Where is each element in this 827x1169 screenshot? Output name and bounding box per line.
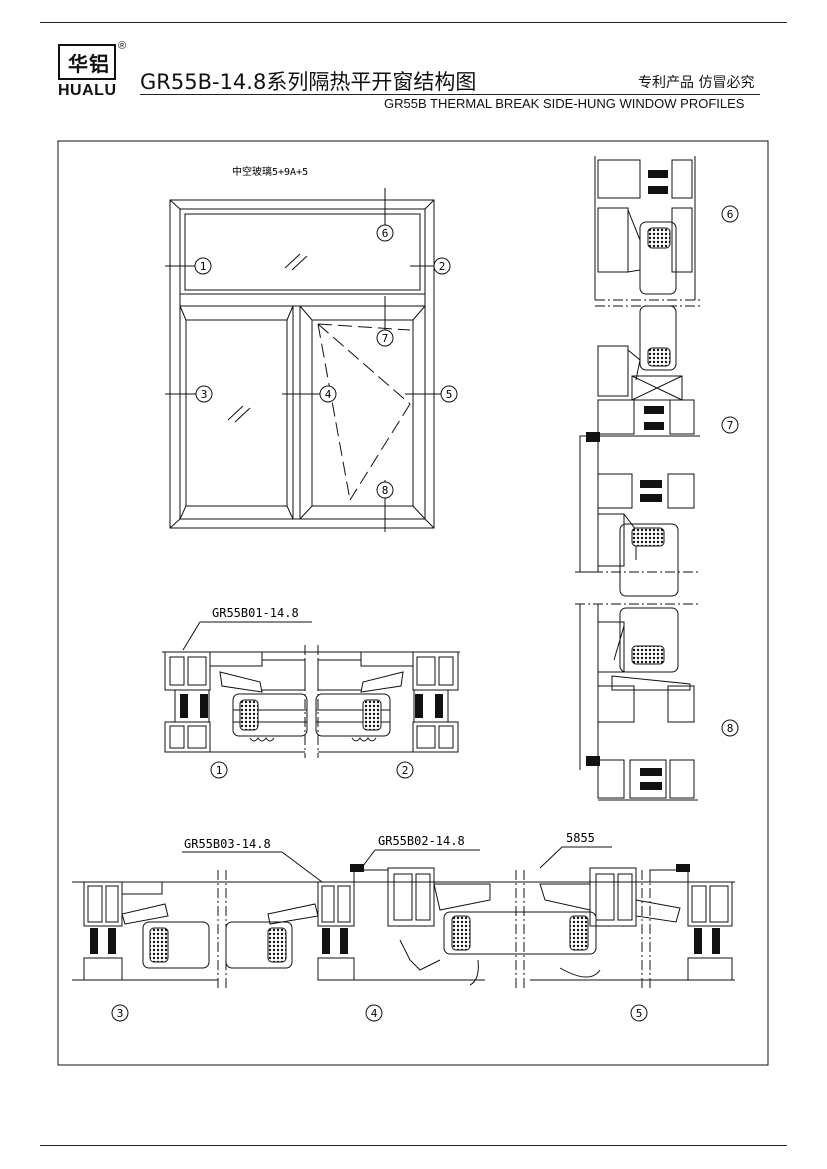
section-1-2-numbers: 1 2 xyxy=(210,761,414,779)
label-gr55b01: GR55B01-14.8 xyxy=(212,606,299,620)
vertical-section-numbers: 6 7 8 xyxy=(721,205,739,737)
patent-note: 专利产品 仿冒必究 xyxy=(638,75,755,91)
svg-text:5: 5 xyxy=(446,388,453,401)
callout-2: 2 xyxy=(433,257,451,275)
svg-text:1: 1 xyxy=(216,764,223,777)
svg-text:6: 6 xyxy=(382,227,389,240)
window-elevation xyxy=(165,188,441,532)
label-gr55b03: GR55B03-14.8 xyxy=(184,837,271,851)
vertical-section xyxy=(575,156,700,801)
registered-mark: ® xyxy=(118,40,127,52)
hualu-logo: 华铝 ® HUALU xyxy=(58,40,126,104)
top-rule xyxy=(40,22,787,23)
svg-text:7: 7 xyxy=(727,419,734,432)
section-1-2 xyxy=(162,621,460,758)
page-title: GR55B-14.8系列隔热平开窗结构图 xyxy=(140,70,477,94)
section-number-1: 1 xyxy=(210,761,228,779)
logo-chinese-text: 华铝 xyxy=(68,52,110,76)
svg-text:5: 5 xyxy=(636,1007,643,1020)
section-number-5: 5 xyxy=(630,1004,648,1022)
section-number-6: 6 xyxy=(721,205,739,223)
section-1-2-insulation xyxy=(180,694,443,731)
callout-3: 3 xyxy=(195,385,213,403)
label-5855: 5855 xyxy=(566,831,595,845)
drawing-frame xyxy=(57,140,769,1066)
svg-text:2: 2 xyxy=(402,764,409,777)
callout-4: 4 xyxy=(319,385,337,403)
glass-note: 中空玻璃5+9A+5 xyxy=(232,165,308,178)
svg-text:2: 2 xyxy=(439,260,446,273)
section-3-4-5-insulation xyxy=(90,864,720,963)
section-number-4: 4 xyxy=(365,1004,383,1022)
callout-8: 8 xyxy=(376,481,394,499)
section-number-7: 7 xyxy=(721,416,739,434)
svg-text:3: 3 xyxy=(117,1007,124,1020)
page-subtitle: GR55B THERMAL BREAK SIDE-HUNG WINDOW PRO… xyxy=(384,96,745,111)
svg-text:8: 8 xyxy=(382,484,389,497)
section-number-8: 8 xyxy=(721,719,739,737)
elevation-callouts: 1 2 6 7 3 4 5 8 xyxy=(194,224,458,499)
callout-1: 1 xyxy=(194,257,212,275)
title-underline xyxy=(140,94,760,95)
section-number-3: 3 xyxy=(111,1004,129,1022)
svg-text:4: 4 xyxy=(325,388,332,401)
svg-text:3: 3 xyxy=(201,388,208,401)
svg-text:7: 7 xyxy=(382,332,389,345)
section-number-2: 2 xyxy=(396,761,414,779)
section-3-4-5-numbers: 3 4 5 xyxy=(111,1004,648,1022)
svg-text:8: 8 xyxy=(727,722,734,735)
label-gr55b02: GR55B02-14.8 xyxy=(378,834,465,848)
callout-7: 7 xyxy=(376,329,394,347)
svg-text:6: 6 xyxy=(727,208,734,221)
vertical-section-insulation xyxy=(586,170,671,790)
logo-box: 华铝 xyxy=(58,44,116,80)
callout-6: 6 xyxy=(376,224,394,242)
callout-5: 5 xyxy=(440,385,458,403)
logo-english-text: HUALU xyxy=(58,82,117,99)
section-3-4-5 xyxy=(72,846,735,988)
svg-text:1: 1 xyxy=(200,260,207,273)
bottom-rule xyxy=(40,1145,787,1146)
svg-text:4: 4 xyxy=(371,1007,378,1020)
